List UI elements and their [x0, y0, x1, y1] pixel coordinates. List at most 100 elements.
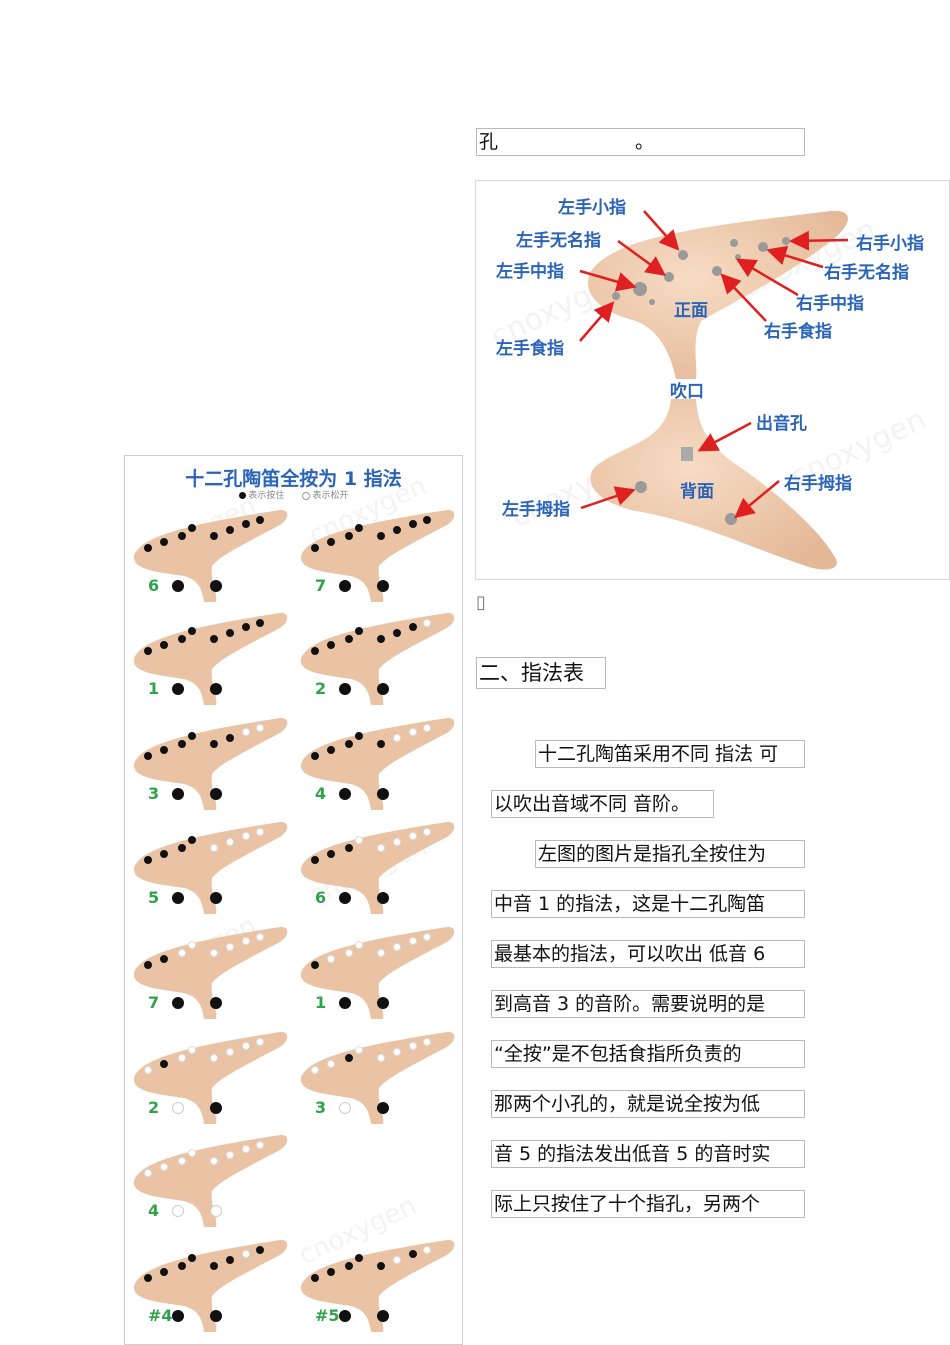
ocarina-illustration	[133, 1134, 288, 1227]
finger-hole	[144, 1274, 152, 1282]
ocarina-illustration	[133, 509, 288, 602]
legend-closed-label: 表示按住	[248, 491, 285, 501]
finger-hole	[345, 844, 353, 852]
finger-hole	[327, 641, 335, 649]
thumb-hole	[377, 1310, 389, 1322]
thumb-hole	[172, 683, 184, 695]
finger-hole	[188, 941, 196, 949]
thumb-hole	[339, 683, 351, 695]
fingering-cell: 7	[297, 506, 457, 606]
paragraph-line: 那两个小孔的，就是说全按为低	[491, 1090, 805, 1118]
thumb-hole	[339, 997, 351, 1009]
finger-hole	[377, 740, 385, 748]
thumb-hole	[339, 1310, 351, 1322]
thumb-hole	[339, 1102, 351, 1114]
finger-hole	[160, 1268, 168, 1276]
finger-hole	[178, 1157, 186, 1165]
top-text-right: 。	[635, 131, 655, 153]
ocarina-body	[133, 926, 288, 1019]
finger-hole	[226, 526, 234, 534]
ocarina-body	[300, 926, 455, 1019]
ocarina-illustration	[133, 821, 288, 914]
thumb-hole	[339, 892, 351, 904]
finger-hole	[327, 1060, 335, 1068]
label-front: 正面	[674, 301, 708, 321]
fingering-cell: #5	[297, 1236, 457, 1336]
finger-hole	[327, 850, 335, 858]
finger-hole	[409, 728, 417, 736]
finger-hole	[188, 1254, 196, 1262]
ocarina-illustration	[300, 821, 455, 914]
finger-hole	[409, 623, 417, 631]
finger-hole	[256, 1038, 264, 1046]
label-right-thumb: 右手拇指	[784, 474, 852, 494]
finger-hole	[377, 844, 385, 852]
finger-hole	[188, 627, 196, 635]
thumb-hole	[172, 1310, 184, 1322]
finger-hole	[393, 734, 401, 742]
thumb-hole	[339, 788, 351, 800]
finger-hole	[178, 532, 186, 540]
finger-hole	[226, 1151, 234, 1159]
finger-hole	[160, 850, 168, 858]
finger-hole	[160, 1163, 168, 1171]
finger-hole	[409, 1250, 417, 1258]
paragraph-line: 十二孔陶笛采用不同 指法 可	[535, 740, 805, 768]
finger-hole	[210, 635, 218, 643]
finger-hole	[311, 544, 319, 552]
finger-hole	[256, 828, 264, 836]
ocarina-body	[300, 1239, 455, 1332]
finger-hole	[345, 740, 353, 748]
label-right-ring: 右手无名指	[824, 263, 909, 283]
finger-hole	[210, 1262, 218, 1270]
finger-hole	[144, 544, 152, 552]
ocarina-illustration	[300, 1239, 455, 1332]
thumb-hole	[172, 997, 184, 1009]
paragraph-line: “全按”是不包括食指所负责的	[491, 1040, 805, 1068]
finger-hole	[242, 1145, 250, 1153]
finger-hole	[355, 524, 363, 532]
ocarina-body	[133, 717, 288, 810]
fingering-cell: 6	[130, 506, 290, 606]
ocarina-body	[300, 509, 455, 602]
finger-hole	[355, 627, 363, 635]
thumb-hole	[377, 892, 389, 904]
finger-hole	[355, 941, 363, 949]
finger-hole	[242, 937, 250, 945]
finger-hole	[188, 732, 196, 740]
note-label: #4	[148, 1306, 173, 1325]
label-left-ring: 左手无名指	[516, 231, 601, 251]
finger-hole	[327, 955, 335, 963]
finger-hole	[210, 949, 218, 957]
finger-hole	[188, 1149, 196, 1157]
thumb-hole	[210, 892, 222, 904]
finger-hole	[178, 1054, 186, 1062]
finger-hole	[311, 856, 319, 864]
finger-hole	[144, 1066, 152, 1074]
finger-hole	[178, 1262, 186, 1270]
finger-hole	[345, 1262, 353, 1270]
finger-hole	[144, 647, 152, 655]
ocarina-illustration	[300, 612, 455, 705]
ocarina-back-body	[590, 399, 837, 570]
ocarina-illustration	[300, 717, 455, 810]
finger-hole	[242, 832, 250, 840]
fingering-cell: 5	[130, 818, 290, 918]
ocarina-illustration	[133, 717, 288, 810]
finger-hole	[423, 1038, 431, 1046]
finger-hole	[178, 949, 186, 957]
chart-legend: 表示按住 表示松开	[125, 488, 462, 501]
finger-hole	[311, 647, 319, 655]
thumb-hole	[210, 1102, 222, 1114]
finger-hole	[188, 836, 196, 844]
fingering-cell: 3	[297, 1028, 457, 1128]
finger-hole	[327, 538, 335, 546]
note-label: 4	[315, 784, 327, 803]
thumb-hole	[377, 1102, 389, 1114]
note-label: 5	[148, 888, 160, 907]
thumb-hole	[172, 892, 184, 904]
finger-hole	[226, 838, 234, 846]
note-label: 3	[315, 1098, 327, 1117]
finger-hole	[178, 740, 186, 748]
finger-hole	[423, 828, 431, 836]
